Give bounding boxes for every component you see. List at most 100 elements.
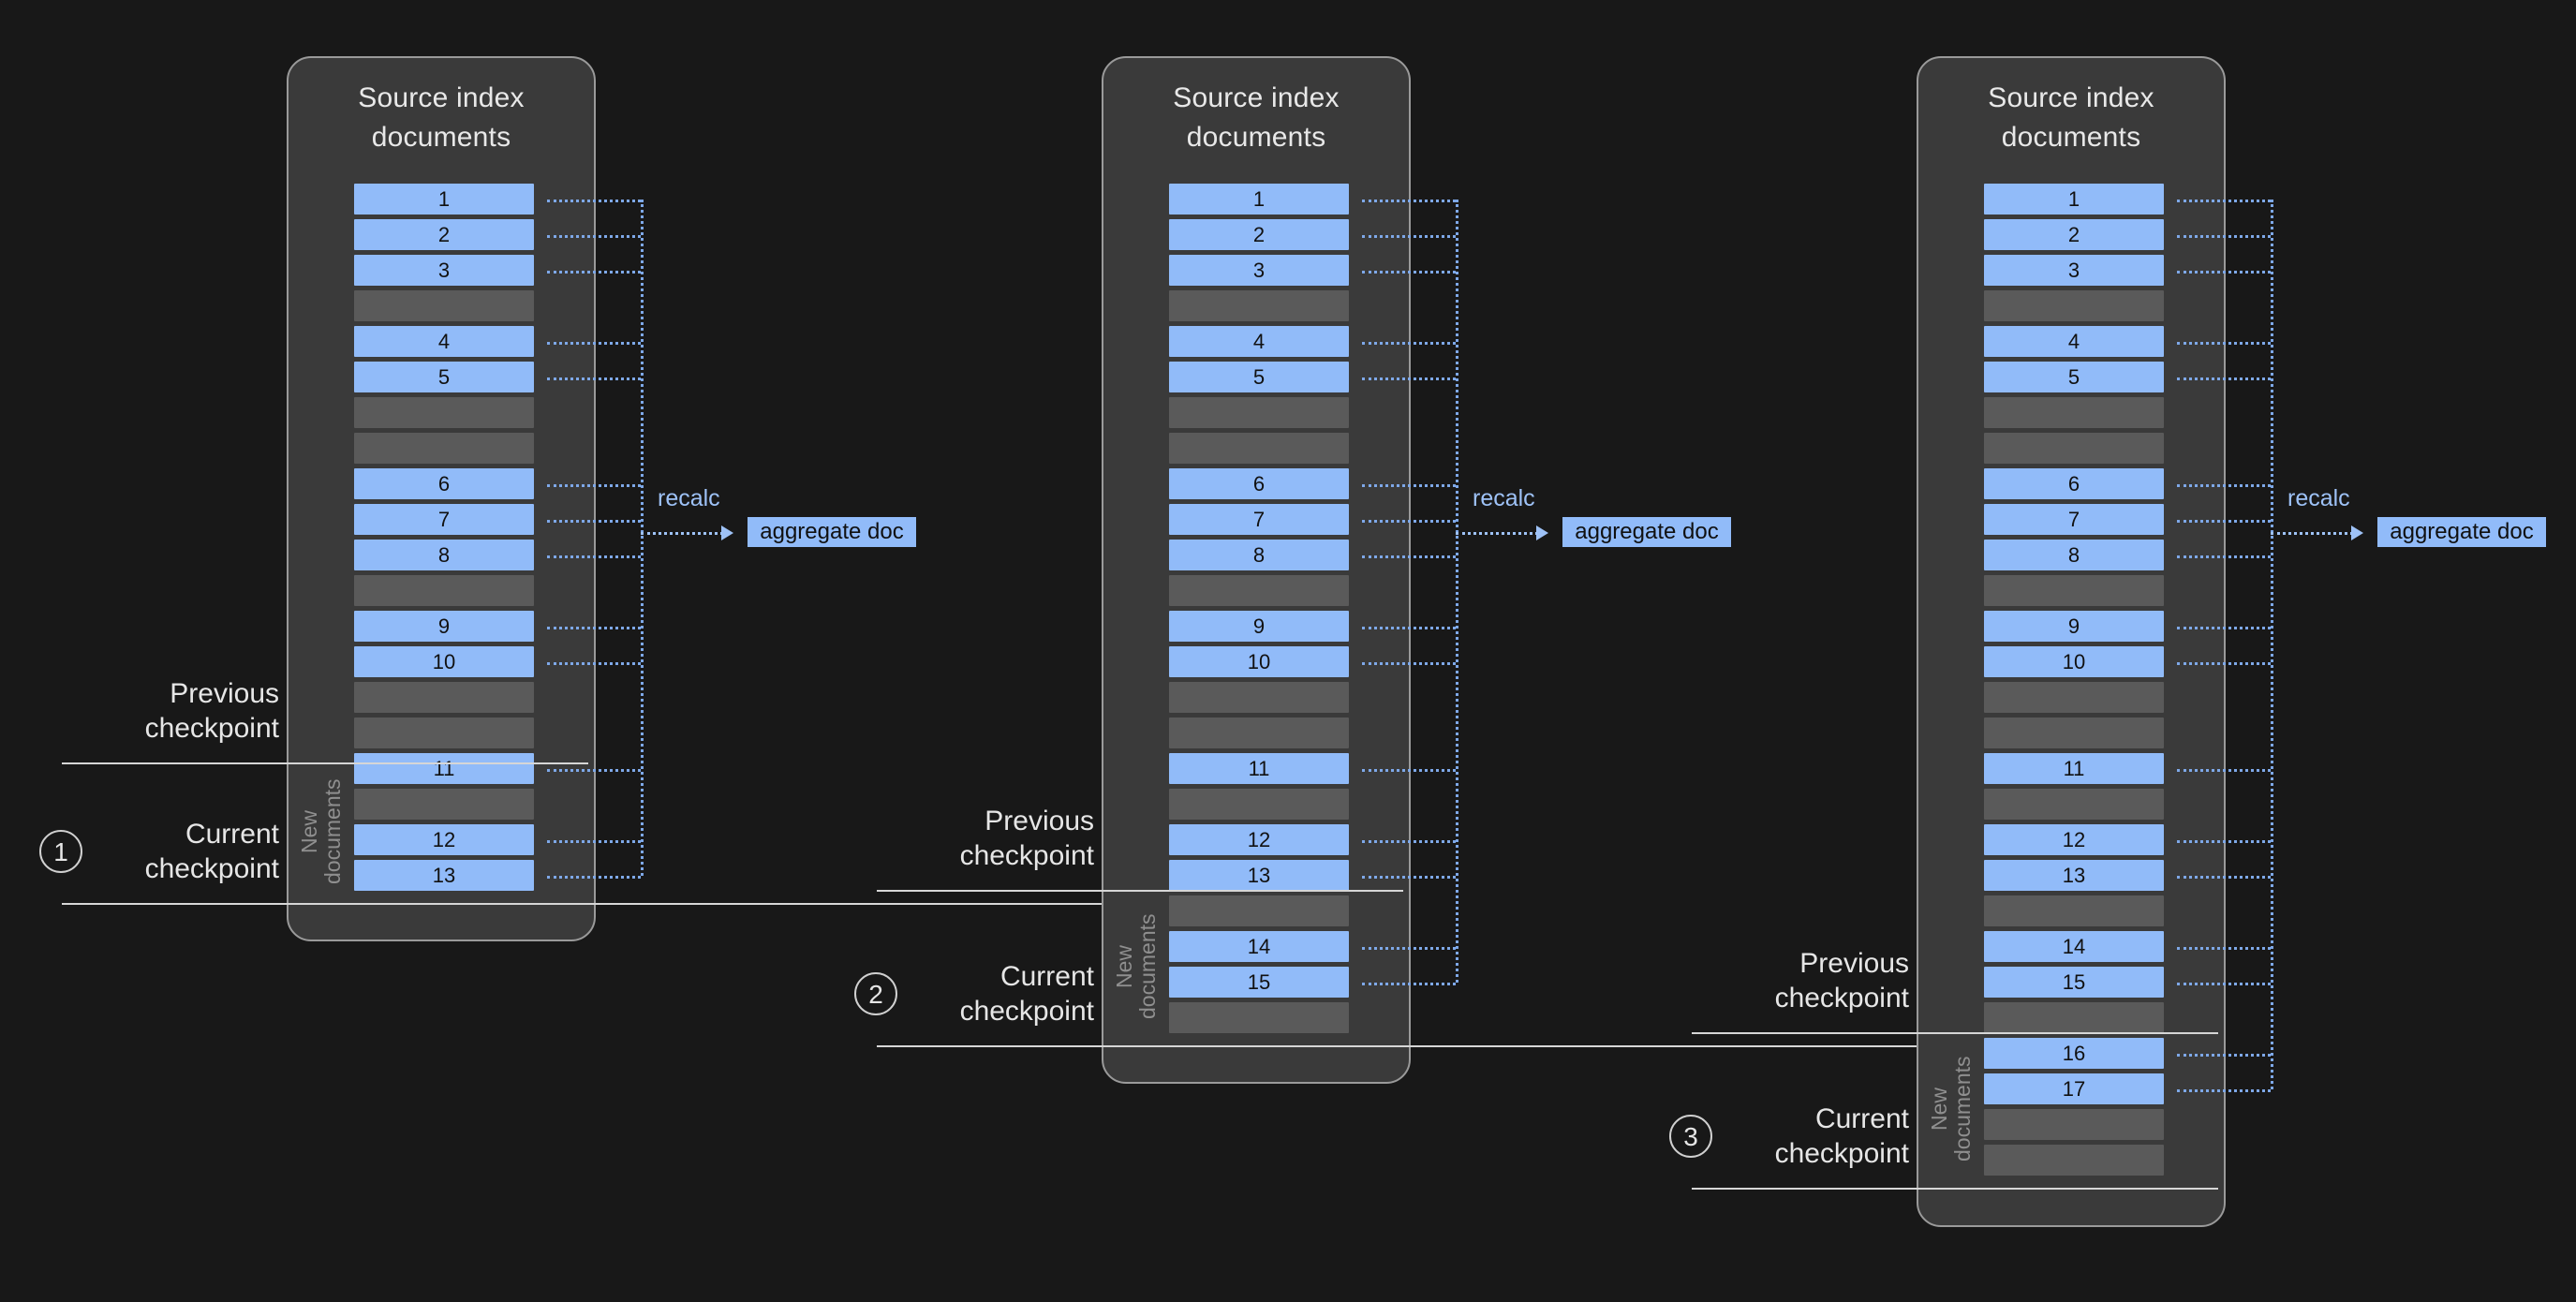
doc-connector-line xyxy=(2177,483,2271,487)
doc-connector-line xyxy=(1362,661,1456,665)
document-row: 4 xyxy=(354,326,534,357)
doc-connector-line xyxy=(2177,1053,2271,1057)
doc-connector-line xyxy=(2177,234,2271,238)
document-row: 6 xyxy=(1169,468,1349,499)
previous-checkpoint-label-2: Previous checkpoint xyxy=(959,806,1094,871)
current-checkpoint-label-3: Current checkpoint xyxy=(1774,1103,1909,1169)
collector-line xyxy=(2271,199,2273,1089)
document-row: 1 xyxy=(354,184,534,215)
step-number-badge-1: 1 xyxy=(39,830,82,873)
doc-connector-line xyxy=(1362,483,1456,487)
aggregate-doc-box-2: aggregate doc xyxy=(1562,517,1731,547)
doc-connector-line xyxy=(547,768,641,772)
doc-connector-line xyxy=(547,519,641,523)
document-row: 15 xyxy=(1984,967,2164,998)
aggregate-doc-box-3: aggregate doc xyxy=(2377,517,2546,547)
document-row: 4 xyxy=(1984,326,2164,357)
placeholder-row xyxy=(1169,1002,1349,1033)
doc-connector-line xyxy=(2177,270,2271,274)
document-row: 8 xyxy=(354,540,534,570)
doc-connector-line xyxy=(2177,982,2271,985)
document-row: 6 xyxy=(1984,468,2164,499)
doc-connector-line xyxy=(1362,768,1456,772)
placeholder-row xyxy=(354,682,534,713)
doc-connector-line xyxy=(1362,875,1456,879)
document-row: 4 xyxy=(1169,326,1349,357)
placeholder-row xyxy=(1169,895,1349,926)
document-row: 2 xyxy=(1984,219,2164,250)
placeholder-row xyxy=(354,789,534,820)
previous-checkpoint-label-1: Previous checkpoint xyxy=(144,678,279,744)
document-row: 13 xyxy=(1169,860,1349,891)
recalc-arrow-line xyxy=(2271,532,2353,535)
placeholder-row xyxy=(1169,290,1349,321)
document-row: 11 xyxy=(1984,753,2164,784)
doc-connector-line xyxy=(547,341,641,345)
placeholder-row xyxy=(1169,433,1349,464)
placeholder-row xyxy=(1169,789,1349,820)
collector-line xyxy=(641,199,644,876)
placeholder-row xyxy=(1984,433,2164,464)
doc-connector-line xyxy=(1362,199,1456,202)
previous-checkpoint-rule-1 xyxy=(62,762,588,764)
placeholder-row xyxy=(1984,1002,2164,1033)
panel-title-1: Source index documents xyxy=(358,82,525,153)
document-row: 7 xyxy=(1984,504,2164,535)
placeholder-row xyxy=(1984,895,2164,926)
panel-title-2: Source index documents xyxy=(1173,82,1340,153)
document-row: 10 xyxy=(1169,646,1349,677)
new-documents-label-3: New documents xyxy=(1927,1056,1975,1162)
current-checkpoint-rule-3 xyxy=(1692,1188,2218,1190)
document-row: 5 xyxy=(354,362,534,392)
document-row: 9 xyxy=(1984,611,2164,642)
document-row: 7 xyxy=(1169,504,1349,535)
document-row: 12 xyxy=(1984,824,2164,855)
placeholder-row xyxy=(1984,397,2164,428)
placeholder-row xyxy=(354,433,534,464)
previous-checkpoint-rule-3 xyxy=(1692,1032,2218,1034)
document-row: 3 xyxy=(1984,255,2164,286)
doc-connector-line xyxy=(2177,875,2271,879)
recalc-label-1: recalc xyxy=(658,485,720,511)
document-row: 3 xyxy=(354,255,534,286)
doc-connector-line xyxy=(547,199,641,202)
document-row: 9 xyxy=(1169,611,1349,642)
placeholder-row xyxy=(354,290,534,321)
doc-connector-line xyxy=(2177,341,2271,345)
doc-connector-line xyxy=(2177,946,2271,950)
placeholder-row xyxy=(354,397,534,428)
placeholder-row xyxy=(1984,789,2164,820)
document-row: 10 xyxy=(1984,646,2164,677)
doc-connector-line xyxy=(1362,555,1456,558)
aggregate-doc-box-1: aggregate doc xyxy=(748,517,916,547)
placeholder-row xyxy=(1984,718,2164,748)
recalc-arrow-line xyxy=(1456,532,1538,535)
recalc-label-2: recalc xyxy=(1473,485,1535,511)
doc-connector-line xyxy=(2177,839,2271,843)
document-row: 1 xyxy=(1169,184,1349,215)
document-row: 2 xyxy=(354,219,534,250)
recalc-arrow-head xyxy=(2351,525,2363,540)
doc-connector-line xyxy=(1362,519,1456,523)
document-row: 15 xyxy=(1169,967,1349,998)
current-checkpoint-rule-2 xyxy=(877,1045,2220,1047)
doc-connector-line xyxy=(2177,626,2271,629)
document-row: 5 xyxy=(1984,362,2164,392)
placeholder-row xyxy=(354,575,534,606)
document-row: 14 xyxy=(1984,931,2164,962)
doc-connector-line xyxy=(2177,377,2271,380)
doc-connector-line xyxy=(2177,199,2271,202)
doc-connector-line xyxy=(1362,377,1456,380)
collector-line xyxy=(1456,199,1458,983)
step-number-badge-3: 3 xyxy=(1669,1115,1712,1158)
new-documents-label-1: New documents xyxy=(297,778,345,885)
placeholder-row xyxy=(1984,575,2164,606)
doc-connector-line xyxy=(547,377,641,380)
doc-connector-line xyxy=(547,270,641,274)
doc-connector-line xyxy=(1362,626,1456,629)
doc-connector-line xyxy=(2177,519,2271,523)
doc-connector-line xyxy=(1362,341,1456,345)
document-row: 1 xyxy=(1984,184,2164,215)
placeholder-row xyxy=(1984,1109,2164,1140)
